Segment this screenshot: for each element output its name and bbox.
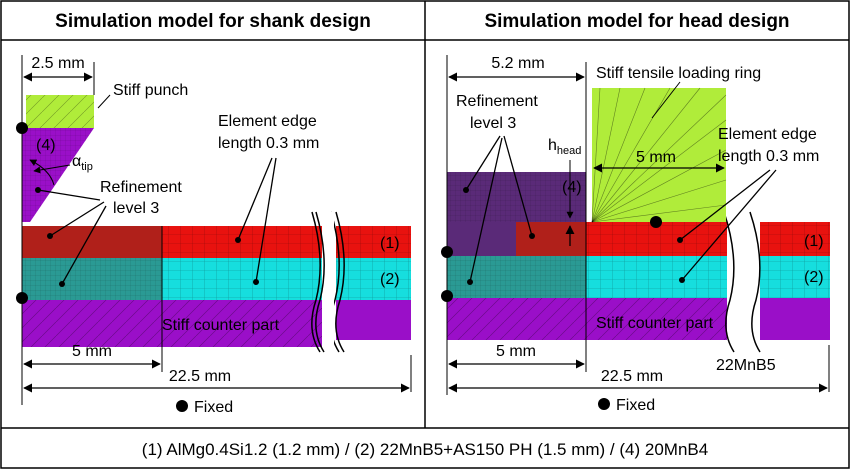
left-layer-1-end-mesh xyxy=(336,226,411,258)
punch-leader xyxy=(97,94,111,109)
right-dim-top-label: 5.2 mm xyxy=(491,55,544,72)
right-layer-2-end-mesh xyxy=(760,256,830,298)
left-counter-part-mesh xyxy=(22,300,322,347)
right-refinement-leader-c xyxy=(469,137,503,283)
left-refinement-end-c xyxy=(59,281,65,287)
h-symbol: h xyxy=(548,137,557,154)
left-edge-line2: length 0.3 mm xyxy=(218,135,319,152)
left-fixed-point-punch xyxy=(16,122,28,134)
right-layer-4-label: (4) xyxy=(562,179,582,196)
alpha-leader xyxy=(33,164,71,174)
right-layer-2-refined-mesh xyxy=(447,256,586,298)
right-layer-1-refined xyxy=(516,222,586,256)
right-panel-title: Simulation model for head design xyxy=(484,11,789,32)
left-refinement-leader-b xyxy=(49,201,105,237)
left-panel-title: Simulation model for shank design xyxy=(55,11,371,32)
h-head-label: hhead xyxy=(548,137,581,157)
right-layer-1-head-part xyxy=(447,222,516,256)
right-fixed-legend-dot xyxy=(598,398,610,410)
right-refinement-end-a xyxy=(463,187,469,193)
right-edge-leader-b xyxy=(681,169,777,281)
left-refinement-line2: level 3 xyxy=(113,200,159,217)
right-refinement-leader-a xyxy=(465,135,501,191)
right-panel: 5.2 mm 5 mm 5 mm 22.5 mm hhead (4) Fixed… xyxy=(441,55,830,414)
right-fixed-point-a xyxy=(441,246,453,258)
alpha-arc xyxy=(29,159,55,186)
alpha-symbol: α xyxy=(72,153,81,170)
right-refinement-end-c xyxy=(467,279,473,285)
tensile-ring-leader xyxy=(651,81,681,119)
right-edge-end-a xyxy=(677,237,683,243)
left-refinement-end-b xyxy=(47,233,53,239)
left-layer-2-mesh xyxy=(162,258,322,300)
left-edge-end-b xyxy=(253,279,259,285)
left-counter-label: Stiff counter part xyxy=(162,317,280,334)
left-layer-2-refined-mesh xyxy=(22,258,162,300)
left-break-line-1 xyxy=(315,211,325,353)
left-edge-line1: Element edge xyxy=(218,113,317,130)
alpha-tip-label: αtip xyxy=(72,153,93,173)
right-layer-2-mesh xyxy=(586,256,727,298)
left-fixed-legend-dot xyxy=(176,400,188,412)
left-panel: 2.5 mm 5 mm 22.5 mm Fixed Stiff punch (4… xyxy=(16,55,412,416)
right-refinement-leader-b xyxy=(503,135,533,237)
h-subscript: head xyxy=(557,145,581,157)
stiff-punch-mesh xyxy=(26,95,94,128)
left-dim-total-label: 22.5 mm xyxy=(169,368,231,385)
right-counter-part-end xyxy=(760,298,830,340)
alpha-subscript: tip xyxy=(81,161,93,173)
right-dim-5-label: 5 mm xyxy=(496,343,536,360)
right-layer-2-label: (2) xyxy=(804,269,824,286)
materials-caption: (1) AlMg0.4Si1.2 (1.2 mm) / (2) 22MnB5+A… xyxy=(142,440,708,459)
left-edge-leader-b xyxy=(255,157,277,283)
punch-layer-4-mesh xyxy=(22,128,94,222)
right-edge-leader-a xyxy=(679,169,771,241)
right-refinement-line1: Refinement xyxy=(456,93,538,110)
left-fixed-point-base xyxy=(16,292,28,304)
left-refinement-end-a xyxy=(35,187,41,193)
right-fixed-point-ring xyxy=(650,216,662,228)
right-counter-label: Stiff counter part xyxy=(596,315,714,332)
left-edge-end-a xyxy=(235,237,241,243)
left-edge-leader-a xyxy=(237,157,273,241)
right-dim-ring-label: 5 mm xyxy=(636,149,676,166)
left-refinement-line1: Refinement xyxy=(100,179,182,196)
left-layer-4-label: (4) xyxy=(36,137,56,154)
right-refinement-end-b xyxy=(529,233,535,239)
left-layer-1-label: (1) xyxy=(380,235,400,252)
right-counter-part-mesh xyxy=(447,298,727,340)
right-refinement-line2: level 3 xyxy=(470,115,516,132)
left-refinement-leader-c xyxy=(61,205,107,285)
right-dim-total-label: 22.5 mm xyxy=(601,368,663,385)
right-layer-1-end-mesh xyxy=(760,222,830,256)
left-layer-2-end-mesh xyxy=(336,258,411,300)
left-refinement-leader-a xyxy=(37,189,101,201)
right-edge-line2: length 0.3 mm xyxy=(718,148,819,165)
left-dim-5-label: 5 mm xyxy=(72,343,112,360)
stiff-punch-label: Stiff punch xyxy=(113,82,188,99)
left-break-line-a xyxy=(311,211,321,353)
left-dim-top-label: 2.5 mm xyxy=(31,55,84,72)
right-break-line-1 xyxy=(723,211,735,353)
left-fixed-legend-label: Fixed xyxy=(194,399,233,416)
right-material-label: 22MnB5 xyxy=(716,357,776,374)
tensile-ring-label: Stiff tensile loading ring xyxy=(596,65,761,82)
left-counter-part-end xyxy=(336,300,411,340)
left-layer-2-label: (2) xyxy=(380,271,400,288)
right-edge-end-b xyxy=(679,277,685,283)
right-break-line-2 xyxy=(749,211,761,353)
right-fixed-legend-label: Fixed xyxy=(616,397,655,414)
right-edge-line1: Element edge xyxy=(718,126,817,143)
left-break-line-2 xyxy=(335,211,345,353)
right-layer-1-label: (1) xyxy=(804,233,824,250)
right-fixed-point-b xyxy=(441,290,453,302)
left-break-gap xyxy=(324,212,334,352)
tensile-ring-block xyxy=(592,88,726,222)
